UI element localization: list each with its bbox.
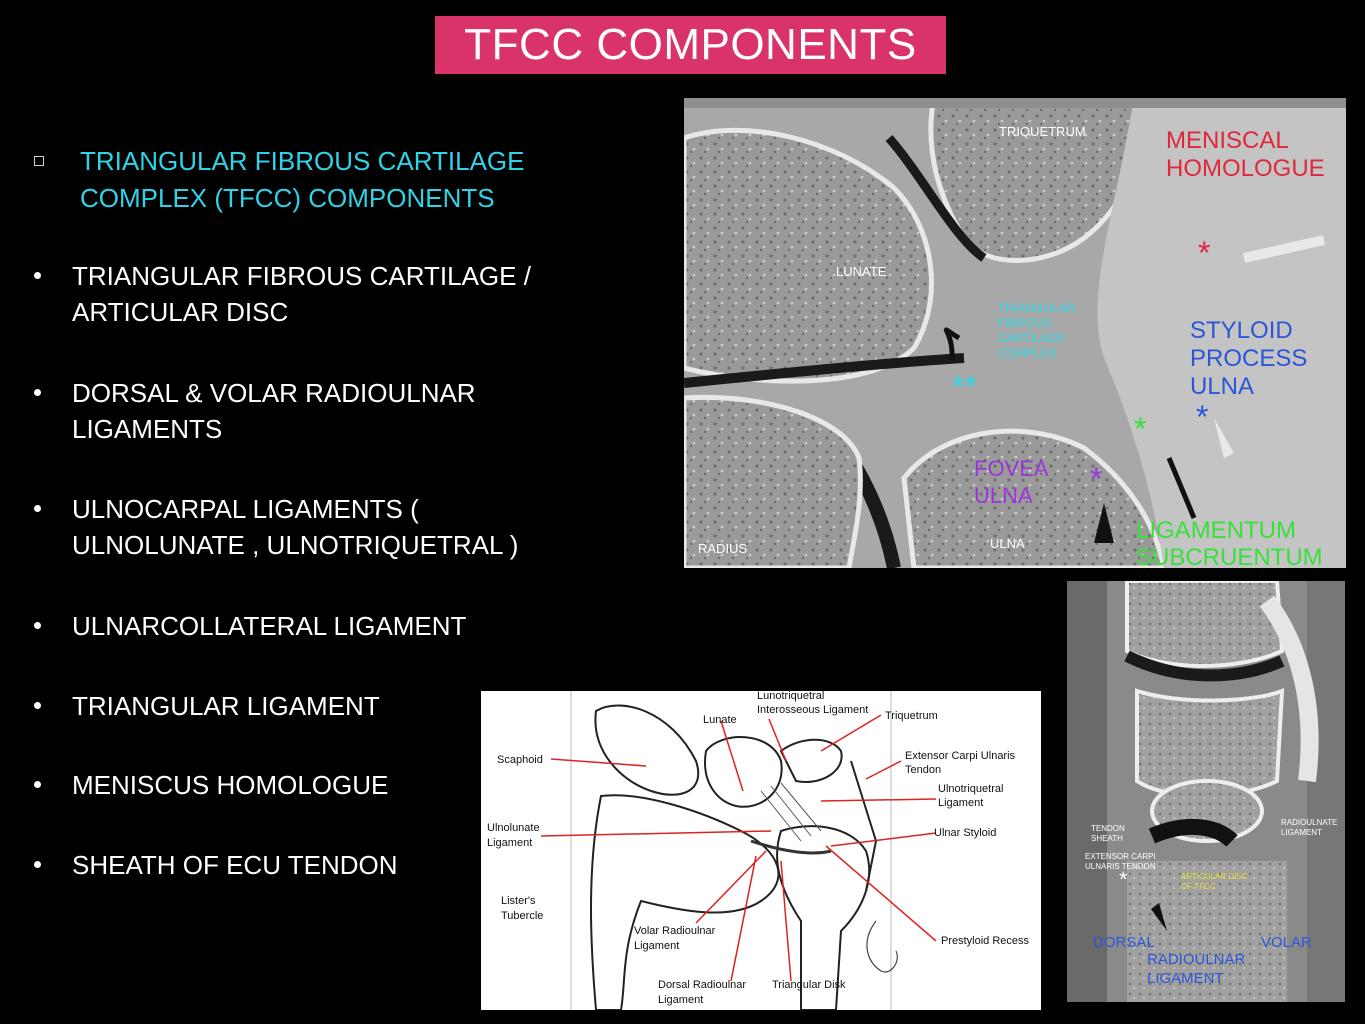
label-tfcc-3: CARTILAGE bbox=[998, 331, 1066, 345]
label-ulnar-styloid: Ulnar Styloid bbox=[934, 827, 996, 839]
label-radioulnate-2: LIGAMENT bbox=[1281, 828, 1322, 837]
label-prestyloid-recess: Prestyloid Recess bbox=[941, 935, 1030, 947]
list-item: MENISCUS HOMOLOGUE bbox=[34, 767, 654, 803]
black-arrow-icon bbox=[1166, 457, 1197, 519]
list-item-line: LIGAMENTS bbox=[72, 414, 223, 444]
black-curved-arrow-icon bbox=[943, 327, 961, 361]
label-radioulnar-1: RADIOULNAR bbox=[1147, 951, 1246, 968]
blue-asterisk: * bbox=[1196, 399, 1208, 435]
green-asterisk: * bbox=[1134, 411, 1146, 447]
label-tendon-2: SHEATH bbox=[1091, 834, 1123, 843]
list-item-line: TRIANGULAR LIGAMENT bbox=[72, 691, 380, 721]
label-ecu-1: Extensor Carpi Ulnaris bbox=[905, 750, 1016, 762]
black-arrow-icon bbox=[1151, 903, 1167, 931]
list-item-line: ULNARCOLLATERAL LIGAMENT bbox=[72, 611, 467, 641]
label-volar-radioulnar-1: Volar Radioulnar bbox=[634, 925, 716, 937]
label-scaphoid: Scaphoid bbox=[497, 754, 543, 766]
label-dorsal: DORSAL bbox=[1093, 934, 1155, 951]
sagittal-section-photo: TENDON SHEATH EXTENSOR CARPI ULNARIS TEN… bbox=[1067, 581, 1345, 1002]
label-ulnotriquetral-2: Ligament bbox=[938, 797, 983, 809]
label-ulnolunate-1: Ulnolunate bbox=[487, 822, 540, 834]
list-item-line: TRIANGULAR FIBROUS CARTILAGE / bbox=[72, 261, 531, 291]
sagittal-section-image: TENDON SHEATH EXTENSOR CARPI ULNARIS TEN… bbox=[1067, 581, 1345, 1002]
label-ecu-1: EXTENSOR CARPI bbox=[1085, 852, 1156, 861]
label-lunate: Lunate bbox=[703, 714, 737, 726]
label-lunate: LUNATE bbox=[836, 264, 887, 279]
label-radius: RADIUS bbox=[698, 541, 747, 556]
label-ulna: ULNA bbox=[990, 536, 1025, 551]
label-tendon-1: TENDON bbox=[1091, 824, 1125, 833]
label-listers-1: Lister's bbox=[501, 895, 536, 907]
signature-mark bbox=[866, 920, 898, 973]
list-item: TRIANGULAR LIGAMENT bbox=[34, 688, 654, 724]
label-listers-2: Tubercle bbox=[501, 910, 543, 922]
label-disc-1: ARTICULAR DISC bbox=[1181, 872, 1248, 881]
label-dorsal-radioulnar-2: Ligament bbox=[658, 994, 703, 1006]
label-styloid-3: ULNA bbox=[1190, 373, 1254, 400]
label-triangular-disk: Triangular Disk bbox=[772, 979, 846, 991]
square-bullet-icon bbox=[34, 156, 44, 166]
slide-title: TFCC COMPONENTS bbox=[435, 16, 946, 74]
label-triquetrum: TRIQUETRUM bbox=[999, 124, 1086, 139]
list-item-line: DORSAL & VOLAR RADIOULNAR bbox=[72, 378, 476, 408]
heading-line-2: COMPLEX (TFCC) COMPONENTS bbox=[80, 183, 495, 213]
label-triquetrum: Triquetrum bbox=[885, 710, 938, 722]
label-fovea-2: ULNA bbox=[974, 483, 1033, 508]
list-item-line: ARTICULAR DISC bbox=[72, 297, 289, 327]
label-tfcc-4: COMPLEX bbox=[998, 346, 1057, 360]
label-volar: VOLAR bbox=[1261, 934, 1312, 951]
anatomy-diagram-image: Lunotriquetral Interosseous Ligament Lun… bbox=[481, 691, 1041, 1010]
label-disc-2: OF TFCC bbox=[1181, 882, 1216, 891]
label-ecu-2: ULNARIS TENDON bbox=[1085, 862, 1156, 871]
bullet-dot-icon bbox=[34, 272, 41, 279]
label-styloid-2: PROCESS bbox=[1190, 345, 1307, 372]
label-ligamentum-1: LIGAMENTUM bbox=[1136, 517, 1296, 544]
label-volar-radioulnar-2: Ligament bbox=[634, 940, 679, 952]
black-arrowhead-icon bbox=[1094, 503, 1114, 543]
bullet-dot-icon bbox=[34, 622, 41, 629]
label-ulnotriquetral-1: Ulnotriquetral bbox=[938, 783, 1003, 795]
section-heading: TRIANGULAR FIBROUS CARTILAGE COMPLEX (TF… bbox=[34, 143, 674, 217]
list-item: ULNARCOLLATERAL LIGAMENT bbox=[34, 608, 654, 644]
bullet-dot-icon bbox=[34, 505, 41, 512]
red-asterisk: * bbox=[1198, 235, 1210, 271]
cyan-double-asterisk: ** bbox=[952, 369, 977, 405]
bullet-dot-icon bbox=[34, 702, 41, 709]
label-lunotriquetral-1: Lunotriquetral bbox=[757, 691, 824, 702]
white-asterisk: * bbox=[1119, 867, 1128, 892]
label-lunotriquetral-2: Interosseous Ligament bbox=[757, 704, 868, 716]
label-tfcc-2: FIBROUS bbox=[998, 316, 1051, 330]
list-item: SHEATH OF ECU TENDON bbox=[34, 847, 654, 883]
list-item-line: ULNOCARPAL LIGAMENTS ( bbox=[72, 494, 419, 524]
label-ecu-2: Tendon bbox=[905, 764, 941, 776]
label-fovea-1: FOVEA bbox=[974, 456, 1049, 481]
white-arrow-icon bbox=[1242, 235, 1326, 263]
leader-lines bbox=[540, 714, 937, 982]
bullet-dot-icon bbox=[34, 781, 41, 788]
coronal-section-image: TRIQUETRUM LUNATE RADIUS ULNA MENISCAL H… bbox=[684, 98, 1346, 568]
label-meniscal-homologue-1: MENISCAL bbox=[1166, 127, 1289, 154]
label-ulnolunate-2: Ligament bbox=[487, 837, 532, 849]
label-styloid-1: STYLOID bbox=[1190, 317, 1293, 344]
list-item-line: SHEATH OF ECU TENDON bbox=[72, 850, 398, 880]
list-item: ULNOCARPAL LIGAMENTS ( ULNOLUNATE , ULNO… bbox=[34, 491, 654, 563]
list-item: TRIANGULAR FIBROUS CARTILAGE / ARTICULAR… bbox=[34, 258, 654, 330]
list-item-line: ULNOLUNATE , ULNOTRIQUETRAL ) bbox=[72, 530, 519, 560]
anatomy-diagram: Lunotriquetral Interosseous Ligament Lun… bbox=[481, 691, 1041, 1010]
label-ligamentum-2: SUBCRUENTUM bbox=[1136, 544, 1323, 568]
label-meniscal-homologue-2: HOMOLOGUE bbox=[1166, 155, 1325, 182]
bullet-dot-icon bbox=[34, 861, 41, 868]
label-tfcc-1: TRIANGULAR bbox=[998, 301, 1076, 315]
coronal-section-photo: TRIQUETRUM LUNATE RADIUS ULNA MENISCAL H… bbox=[684, 98, 1346, 568]
purple-asterisk: * bbox=[1090, 461, 1102, 497]
bullet-dot-icon bbox=[34, 389, 41, 396]
white-arrowhead-icon bbox=[1214, 418, 1234, 458]
label-dorsal-radioulnar-1: Dorsal Radioulnar bbox=[658, 979, 746, 991]
list-item-line: MENISCUS HOMOLOGUE bbox=[72, 770, 389, 800]
label-radioulnar-2: LIGAMENT bbox=[1147, 970, 1224, 987]
list-item: DORSAL & VOLAR RADIOULNAR LIGAMENTS bbox=[34, 375, 654, 447]
heading-line-1: TRIANGULAR FIBROUS CARTILAGE bbox=[80, 146, 525, 176]
label-radioulnate-1: RADIOULNATE bbox=[1281, 818, 1337, 827]
